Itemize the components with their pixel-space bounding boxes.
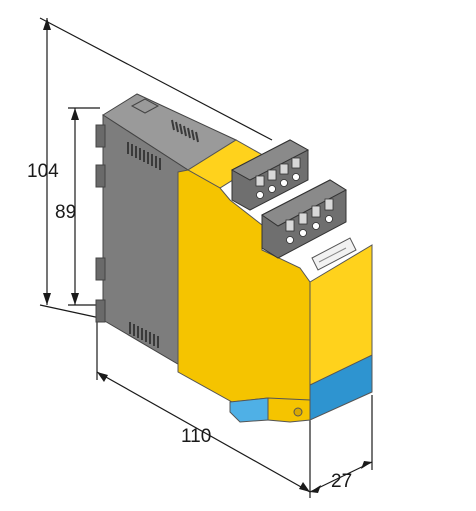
blue-base	[229, 354, 373, 423]
upper-terminal-block	[230, 139, 310, 211]
dimension-label-104: 104	[27, 161, 59, 182]
lower-terminal-block	[261, 179, 348, 259]
dimension-label-89: 89	[55, 202, 76, 223]
yellow-housing	[177, 139, 373, 421]
dimension-label-27: 27	[331, 471, 352, 492]
dimension-104	[39, 17, 273, 319]
dimension-89	[68, 107, 100, 306]
dimension-27	[309, 395, 373, 493]
dimension-label-110: 110	[181, 426, 211, 447]
dimension-110	[96, 320, 311, 498]
